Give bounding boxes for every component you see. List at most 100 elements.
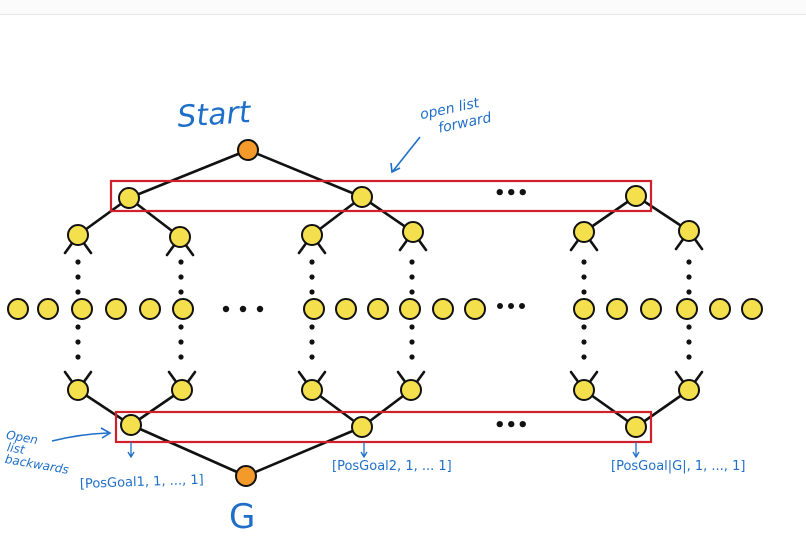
vertical-dot — [178, 354, 184, 360]
vertical-dot — [178, 259, 184, 265]
vertical-dot — [75, 259, 81, 265]
vertical-dot — [309, 289, 315, 295]
backward-annotation-arrowhead — [100, 427, 112, 439]
vertical-dot — [178, 324, 184, 330]
start-edge-left — [127, 148, 250, 200]
vertical-dot — [309, 354, 315, 360]
open-list-backward-node — [351, 416, 373, 438]
open-list-backward-annotation: Open list backwards — [4, 428, 70, 477]
middle-row-node — [335, 298, 357, 320]
level-2-node — [678, 220, 700, 242]
posgoal-1-label: [PosGoal1, 1, ..., 1] — [80, 473, 204, 492]
middle-row-node — [37, 298, 59, 320]
open-list-backward-text-3: backwards — [4, 452, 70, 477]
vertical-dot — [686, 274, 692, 280]
middle-row-node — [640, 298, 662, 320]
goal-edge-left — [129, 423, 248, 478]
vertical-dot — [686, 259, 692, 265]
middle-row-node — [7, 298, 29, 320]
forward-annotation-arrowhead — [390, 162, 401, 174]
middle-row-node — [709, 298, 731, 320]
goal-node — [235, 465, 257, 487]
middle-row-ellipsis-1 — [222, 305, 264, 313]
vertical-dot — [309, 259, 315, 265]
vertical-dot — [75, 339, 81, 345]
vertical-dot — [686, 354, 692, 360]
open-list-backward-node — [120, 414, 142, 436]
start-label: Start — [176, 95, 253, 135]
posgoal-2-label: [PosGoal2, 1, ... 1] — [332, 459, 452, 474]
vertical-dot — [686, 339, 692, 345]
level-2-bottom-node — [400, 379, 422, 401]
open-list-backward-text-1: Open — [5, 428, 39, 447]
vertical-dot — [581, 339, 587, 345]
middle-row-node — [303, 298, 325, 320]
level-2-bottom-node — [573, 379, 595, 401]
goal-label: G — [229, 497, 255, 537]
vertical-dot — [581, 324, 587, 330]
vertical-dot — [309, 339, 315, 345]
vertical-dot — [581, 274, 587, 280]
vertical-dot — [178, 339, 184, 345]
middle-row-node — [676, 298, 698, 320]
vertical-dot — [178, 289, 184, 295]
middle-row-node — [464, 298, 486, 320]
level-2-node — [573, 221, 595, 243]
vertical-dot — [178, 274, 184, 280]
level-2-node — [402, 221, 424, 243]
level-2-bottom-node — [678, 379, 700, 401]
vertical-dot — [75, 274, 81, 280]
middle-row-ellipsis-2 — [497, 303, 525, 309]
vertical-dot — [409, 274, 415, 280]
middle-row-node — [172, 298, 194, 320]
tree-nodes — [7, 139, 763, 487]
open-list-forward-node — [118, 187, 140, 209]
level-2-bottom-node — [301, 379, 323, 401]
forward-annotation-arrow — [392, 136, 421, 172]
middle-row-node — [606, 298, 628, 320]
level-2-node — [169, 226, 191, 248]
vertical-dot — [581, 289, 587, 295]
backward-annotation-arrow — [51, 432, 109, 442]
posgoal-n-arrow — [632, 442, 640, 459]
open-list-forward-node — [625, 185, 647, 207]
backward-frame-ellipsis: ••• — [494, 415, 529, 436]
middle-row-node — [139, 298, 161, 320]
open-list-backward-text-2: list — [6, 440, 27, 457]
level-2-node — [301, 224, 323, 246]
level-2-bottom-node — [67, 379, 89, 401]
level-2-node — [67, 224, 89, 246]
notebook-top-strip — [0, 0, 806, 15]
level-2-bottom-node — [171, 379, 193, 401]
middle-row-node — [399, 298, 421, 320]
vertical-ellipsis-dots — [75, 259, 692, 360]
open-list-forward-node — [351, 186, 373, 208]
vertical-dot — [409, 324, 415, 330]
middle-row-node — [71, 298, 93, 320]
open-list-backward-frame — [114, 410, 653, 444]
vertical-dot — [686, 324, 692, 330]
middle-row-node — [105, 298, 127, 320]
posgoal-2-arrow — [360, 442, 368, 459]
open-list-forward-annotation: open list forward — [419, 95, 493, 137]
open-list-forward-frame — [109, 179, 653, 213]
vertical-dot — [309, 274, 315, 280]
goal-edge-right — [244, 425, 364, 478]
vertical-dot — [75, 354, 81, 360]
vertical-dot — [409, 339, 415, 345]
vertical-dot — [581, 354, 587, 360]
vertical-dot — [409, 259, 415, 265]
open-list-backward-node — [625, 416, 647, 438]
vertical-dot — [409, 289, 415, 295]
vertical-dot — [309, 324, 315, 330]
vertical-dot — [75, 289, 81, 295]
vertical-dot — [75, 324, 81, 330]
posgoal-1-arrow — [127, 442, 135, 459]
middle-row-node — [432, 298, 454, 320]
posgoal-n-label: [PosGoal|G|, 1, ..., 1] — [611, 459, 745, 474]
middle-row-node — [741, 298, 763, 320]
middle-row-node — [367, 298, 389, 320]
vertical-dot — [686, 289, 692, 295]
middle-row-node — [573, 298, 595, 320]
